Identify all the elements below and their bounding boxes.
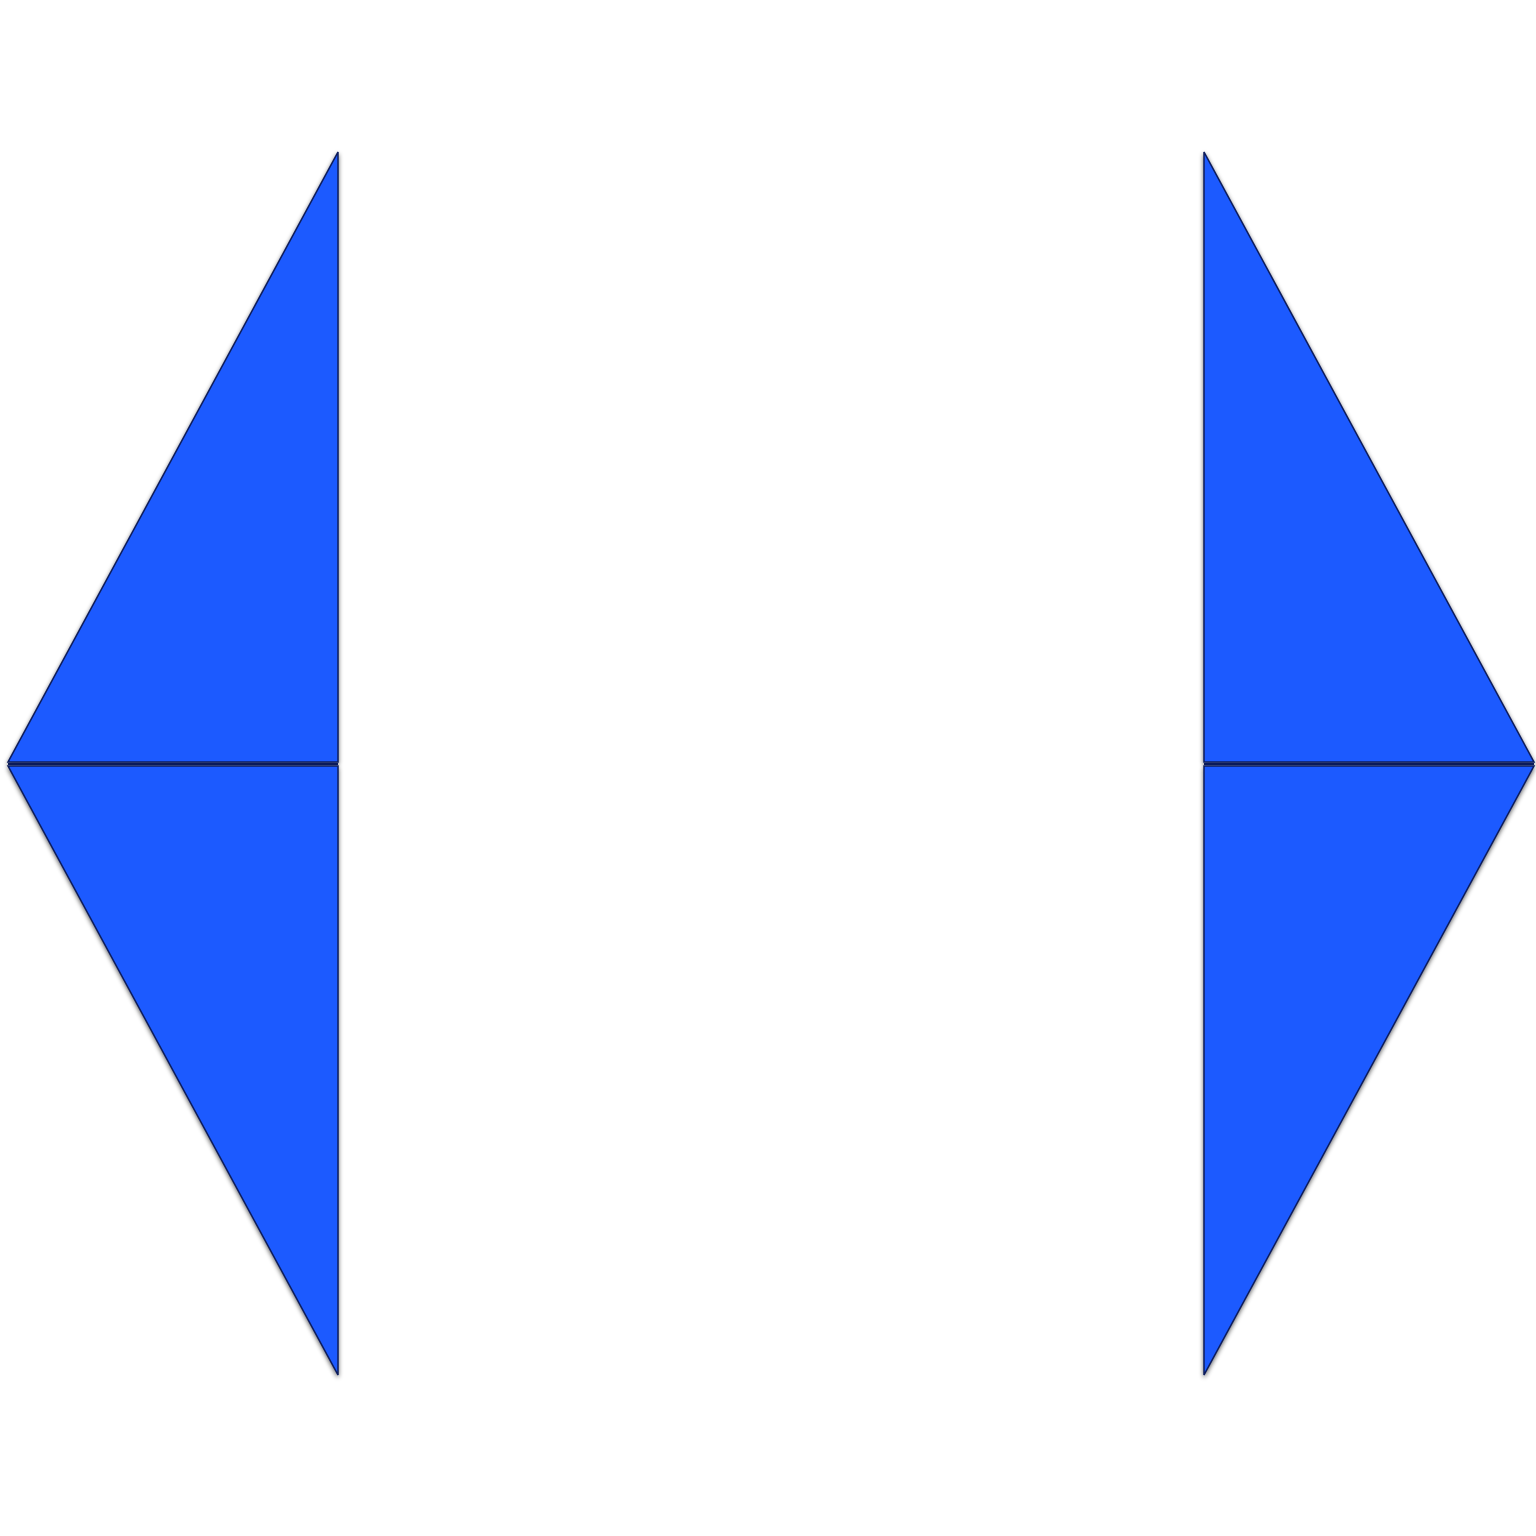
left-kite [6,151,339,1376]
left-upper-triangle [6,151,339,763]
right-kite [1203,151,1536,1376]
left-lower-triangle [6,765,339,1376]
right-upper-triangle [1203,151,1536,763]
right-lower-triangle [1203,765,1536,1376]
